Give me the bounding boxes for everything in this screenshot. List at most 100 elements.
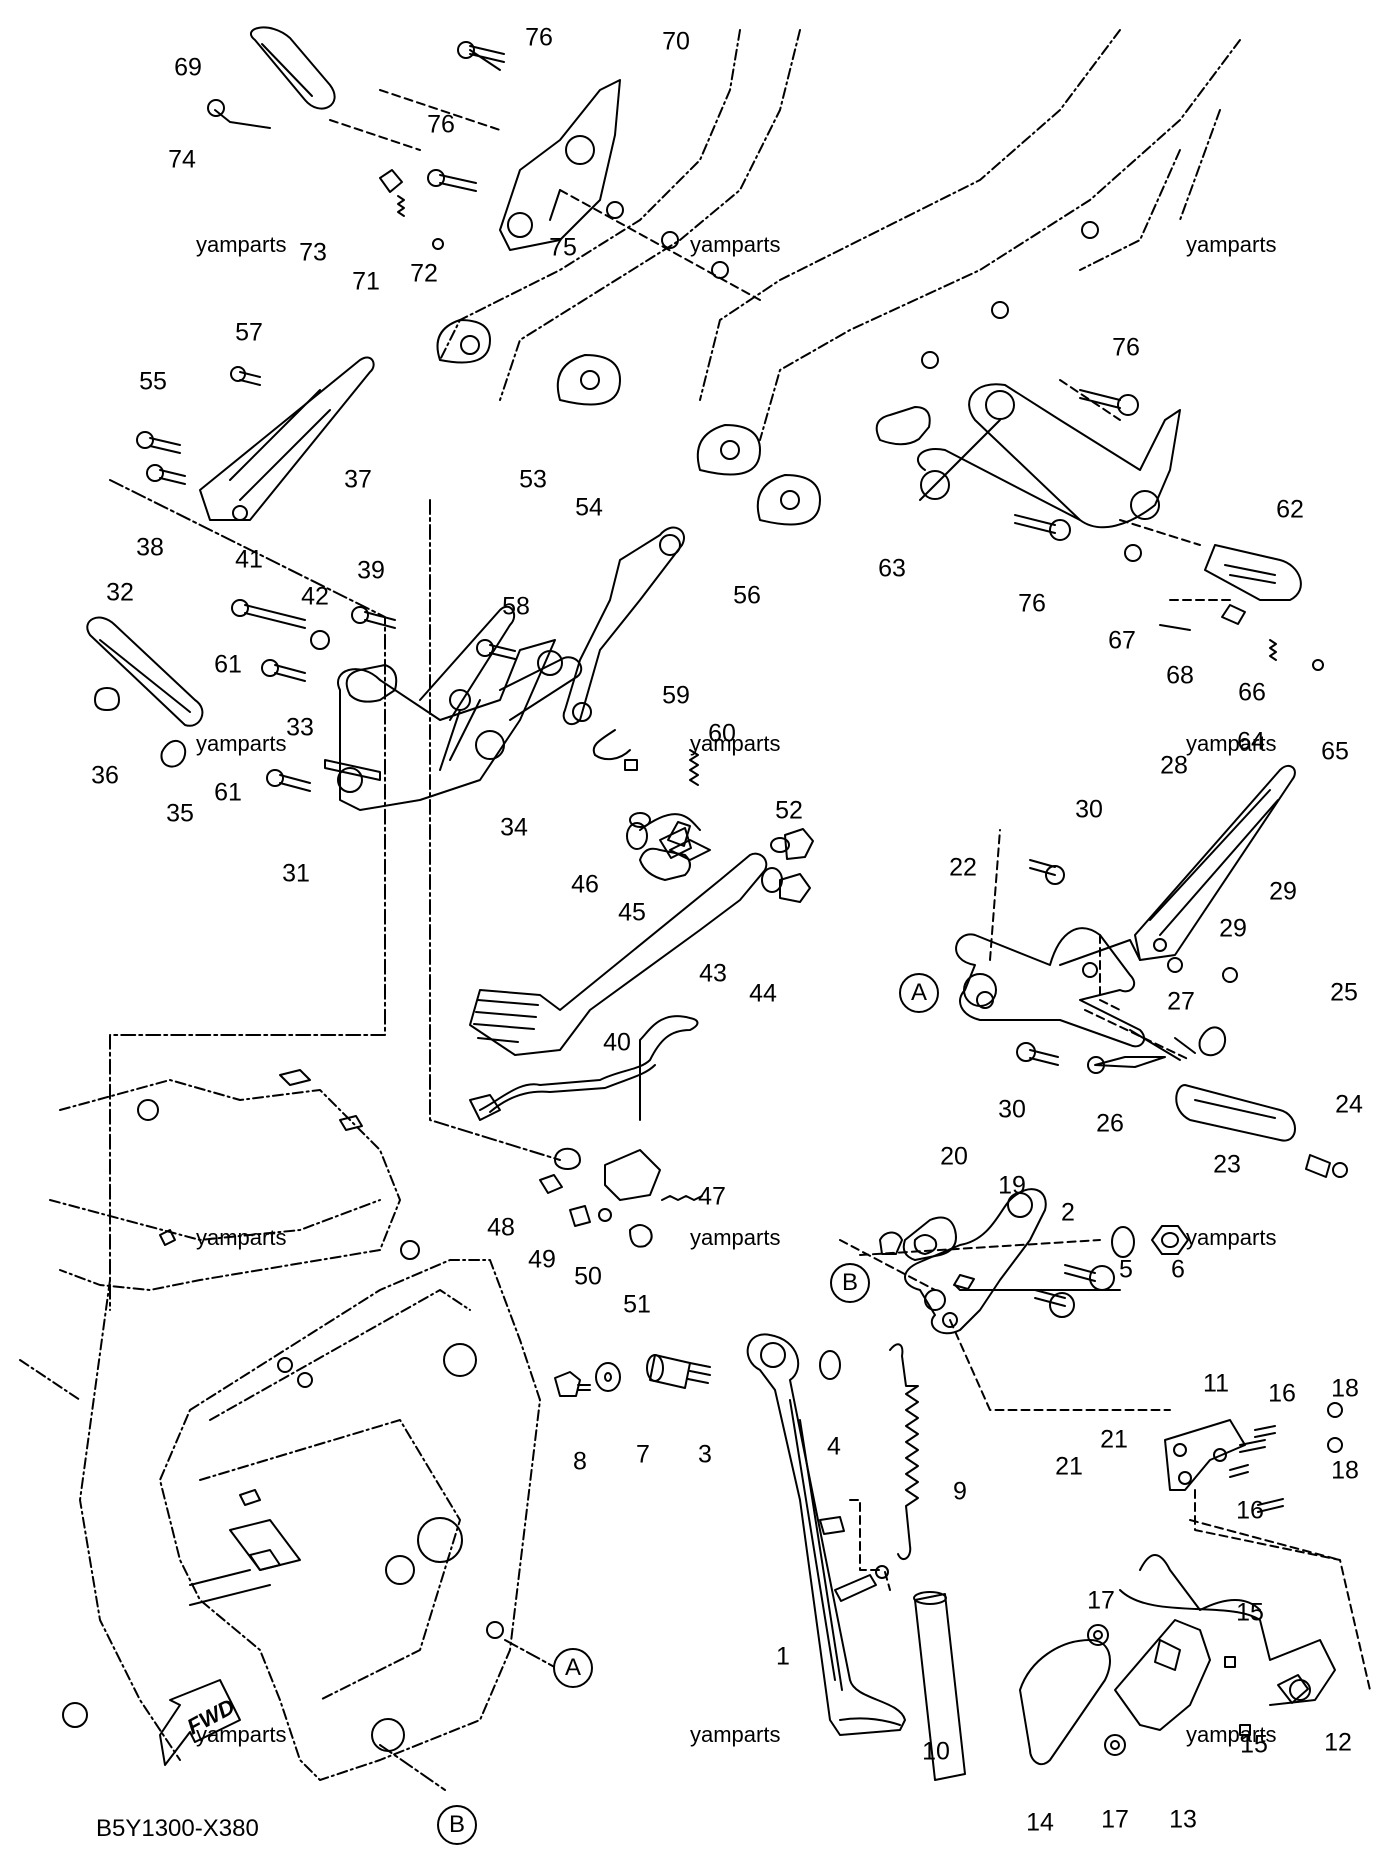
part-label: 59 <box>662 681 690 710</box>
washer-7 <box>595 1362 621 1392</box>
part-label: 34 <box>500 813 528 842</box>
part-label: 48 <box>487 1213 515 1242</box>
watermark: yamparts <box>1186 1225 1277 1250</box>
reference-marker-a: A <box>553 1648 593 1688</box>
leader-dashed-top <box>329 89 761 301</box>
part-label: 40 <box>603 1028 631 1057</box>
rear-footpeg-right <box>1124 544 1324 671</box>
part-label: 55 <box>139 367 167 396</box>
leader-A-B <box>109 479 561 1791</box>
bolts-left <box>136 366 516 792</box>
part-label: 75 <box>549 233 577 262</box>
part-label: 74 <box>168 145 196 174</box>
pivot-bolt-3 <box>646 1354 711 1389</box>
watermark: yamparts <box>690 232 781 257</box>
washers-5-6 <box>1111 1225 1189 1258</box>
part-label: 64 <box>1237 727 1265 756</box>
shift-pedal-40 <box>469 812 814 1056</box>
part-label: 43 <box>699 959 727 988</box>
part-label: 76 <box>1112 333 1140 362</box>
part-label: 16 <box>1268 1379 1296 1408</box>
part-label: 24 <box>1335 1090 1363 1119</box>
reference-marker-a: A <box>899 973 939 1013</box>
bolt-8 <box>554 1371 591 1397</box>
frame-holes <box>606 201 1099 369</box>
watermark: yamparts <box>1186 1722 1277 1747</box>
watermark: yamparts <box>1186 232 1277 257</box>
rear-footrest-left <box>207 26 444 250</box>
part-label: 76 <box>525 23 553 52</box>
part-label: 4 <box>827 1432 841 1461</box>
part-label: 56 <box>733 581 761 610</box>
part-label: 72 <box>410 259 438 288</box>
part-label: 39 <box>357 556 385 585</box>
part-label: 54 <box>575 493 603 522</box>
part-label: 21 <box>1100 1425 1128 1454</box>
part-label: 29 <box>1269 877 1297 906</box>
footpeg-left <box>86 616 204 768</box>
diagram-code: B5Y1300-X380 <box>96 1815 259 1842</box>
heel-guard-left <box>199 356 375 521</box>
part-label: 20 <box>940 1142 968 1171</box>
part-label: 63 <box>878 554 906 583</box>
part-label: 60 <box>708 719 736 748</box>
sidestand-1 <box>746 1333 906 1736</box>
reference-marker-b: B <box>830 1263 870 1303</box>
part-label: 53 <box>519 465 547 494</box>
part-label: 71 <box>352 267 380 296</box>
watermark: yamparts <box>690 1722 781 1747</box>
part-label: 12 <box>1324 1728 1352 1757</box>
frame-ends <box>436 319 821 526</box>
leader-dashed-right <box>1059 379 1231 601</box>
grommets-15-17 <box>1087 1624 1251 1756</box>
part-label: 21 <box>1055 1452 1083 1481</box>
part-label: 46 <box>571 870 599 899</box>
footrest-bracket-right-22 <box>955 927 1181 1061</box>
leader-dashed-stand <box>839 1239 1171 1411</box>
part-label: 57 <box>235 318 263 347</box>
part-label: 66 <box>1238 678 1266 707</box>
part-label: 61 <box>214 778 242 807</box>
bushes-19-20 <box>879 1216 957 1261</box>
part-label: 58 <box>502 592 530 621</box>
footpeg-right-23 <box>1016 859 1348 1178</box>
leader-switch <box>1189 1489 1371 1691</box>
cover-14 <box>1019 1639 1111 1766</box>
part-label: 22 <box>949 853 977 882</box>
part-label: 30 <box>1075 795 1103 824</box>
shift-link-56 <box>562 526 699 786</box>
part-label: 36 <box>91 761 119 790</box>
part-label: 26 <box>1096 1109 1124 1138</box>
bolts-21 <box>1034 1264 1115 1318</box>
part-label: 5 <box>1119 1255 1133 1284</box>
leader-lines-shift <box>429 499 561 1161</box>
part-label: 15 <box>1240 1730 1268 1759</box>
part-label: 10 <box>922 1737 950 1766</box>
washers-small <box>626 822 811 903</box>
part-label: 30 <box>998 1095 1026 1124</box>
part-label: 49 <box>528 1245 556 1274</box>
sidestand-bracket-2 <box>904 1188 1121 1335</box>
part-label: 47 <box>698 1182 726 1211</box>
part-label: 76 <box>1018 589 1046 618</box>
part-label: 15 <box>1236 1598 1264 1627</box>
part-label: 41 <box>235 545 263 574</box>
watermark: yamparts <box>690 1225 781 1250</box>
fwd-arrow <box>159 1679 241 1766</box>
part-label: 14 <box>1026 1808 1054 1837</box>
part-label: 1 <box>776 1642 790 1671</box>
part-label: 18 <box>1331 1456 1359 1485</box>
part-label: 16 <box>1236 1496 1264 1525</box>
part-label: 45 <box>618 898 646 927</box>
part-label: 61 <box>214 650 242 679</box>
part-label: 8 <box>573 1447 587 1476</box>
engine-details <box>62 1069 504 1752</box>
watermark: yamparts <box>1186 731 1277 756</box>
watermark: yamparts <box>196 1225 287 1250</box>
part-label: 19 <box>998 1171 1026 1200</box>
part-label: 17 <box>1101 1805 1129 1834</box>
part-label: 51 <box>623 1290 651 1319</box>
part-label: 50 <box>574 1262 602 1291</box>
part-label: 33 <box>286 713 314 742</box>
